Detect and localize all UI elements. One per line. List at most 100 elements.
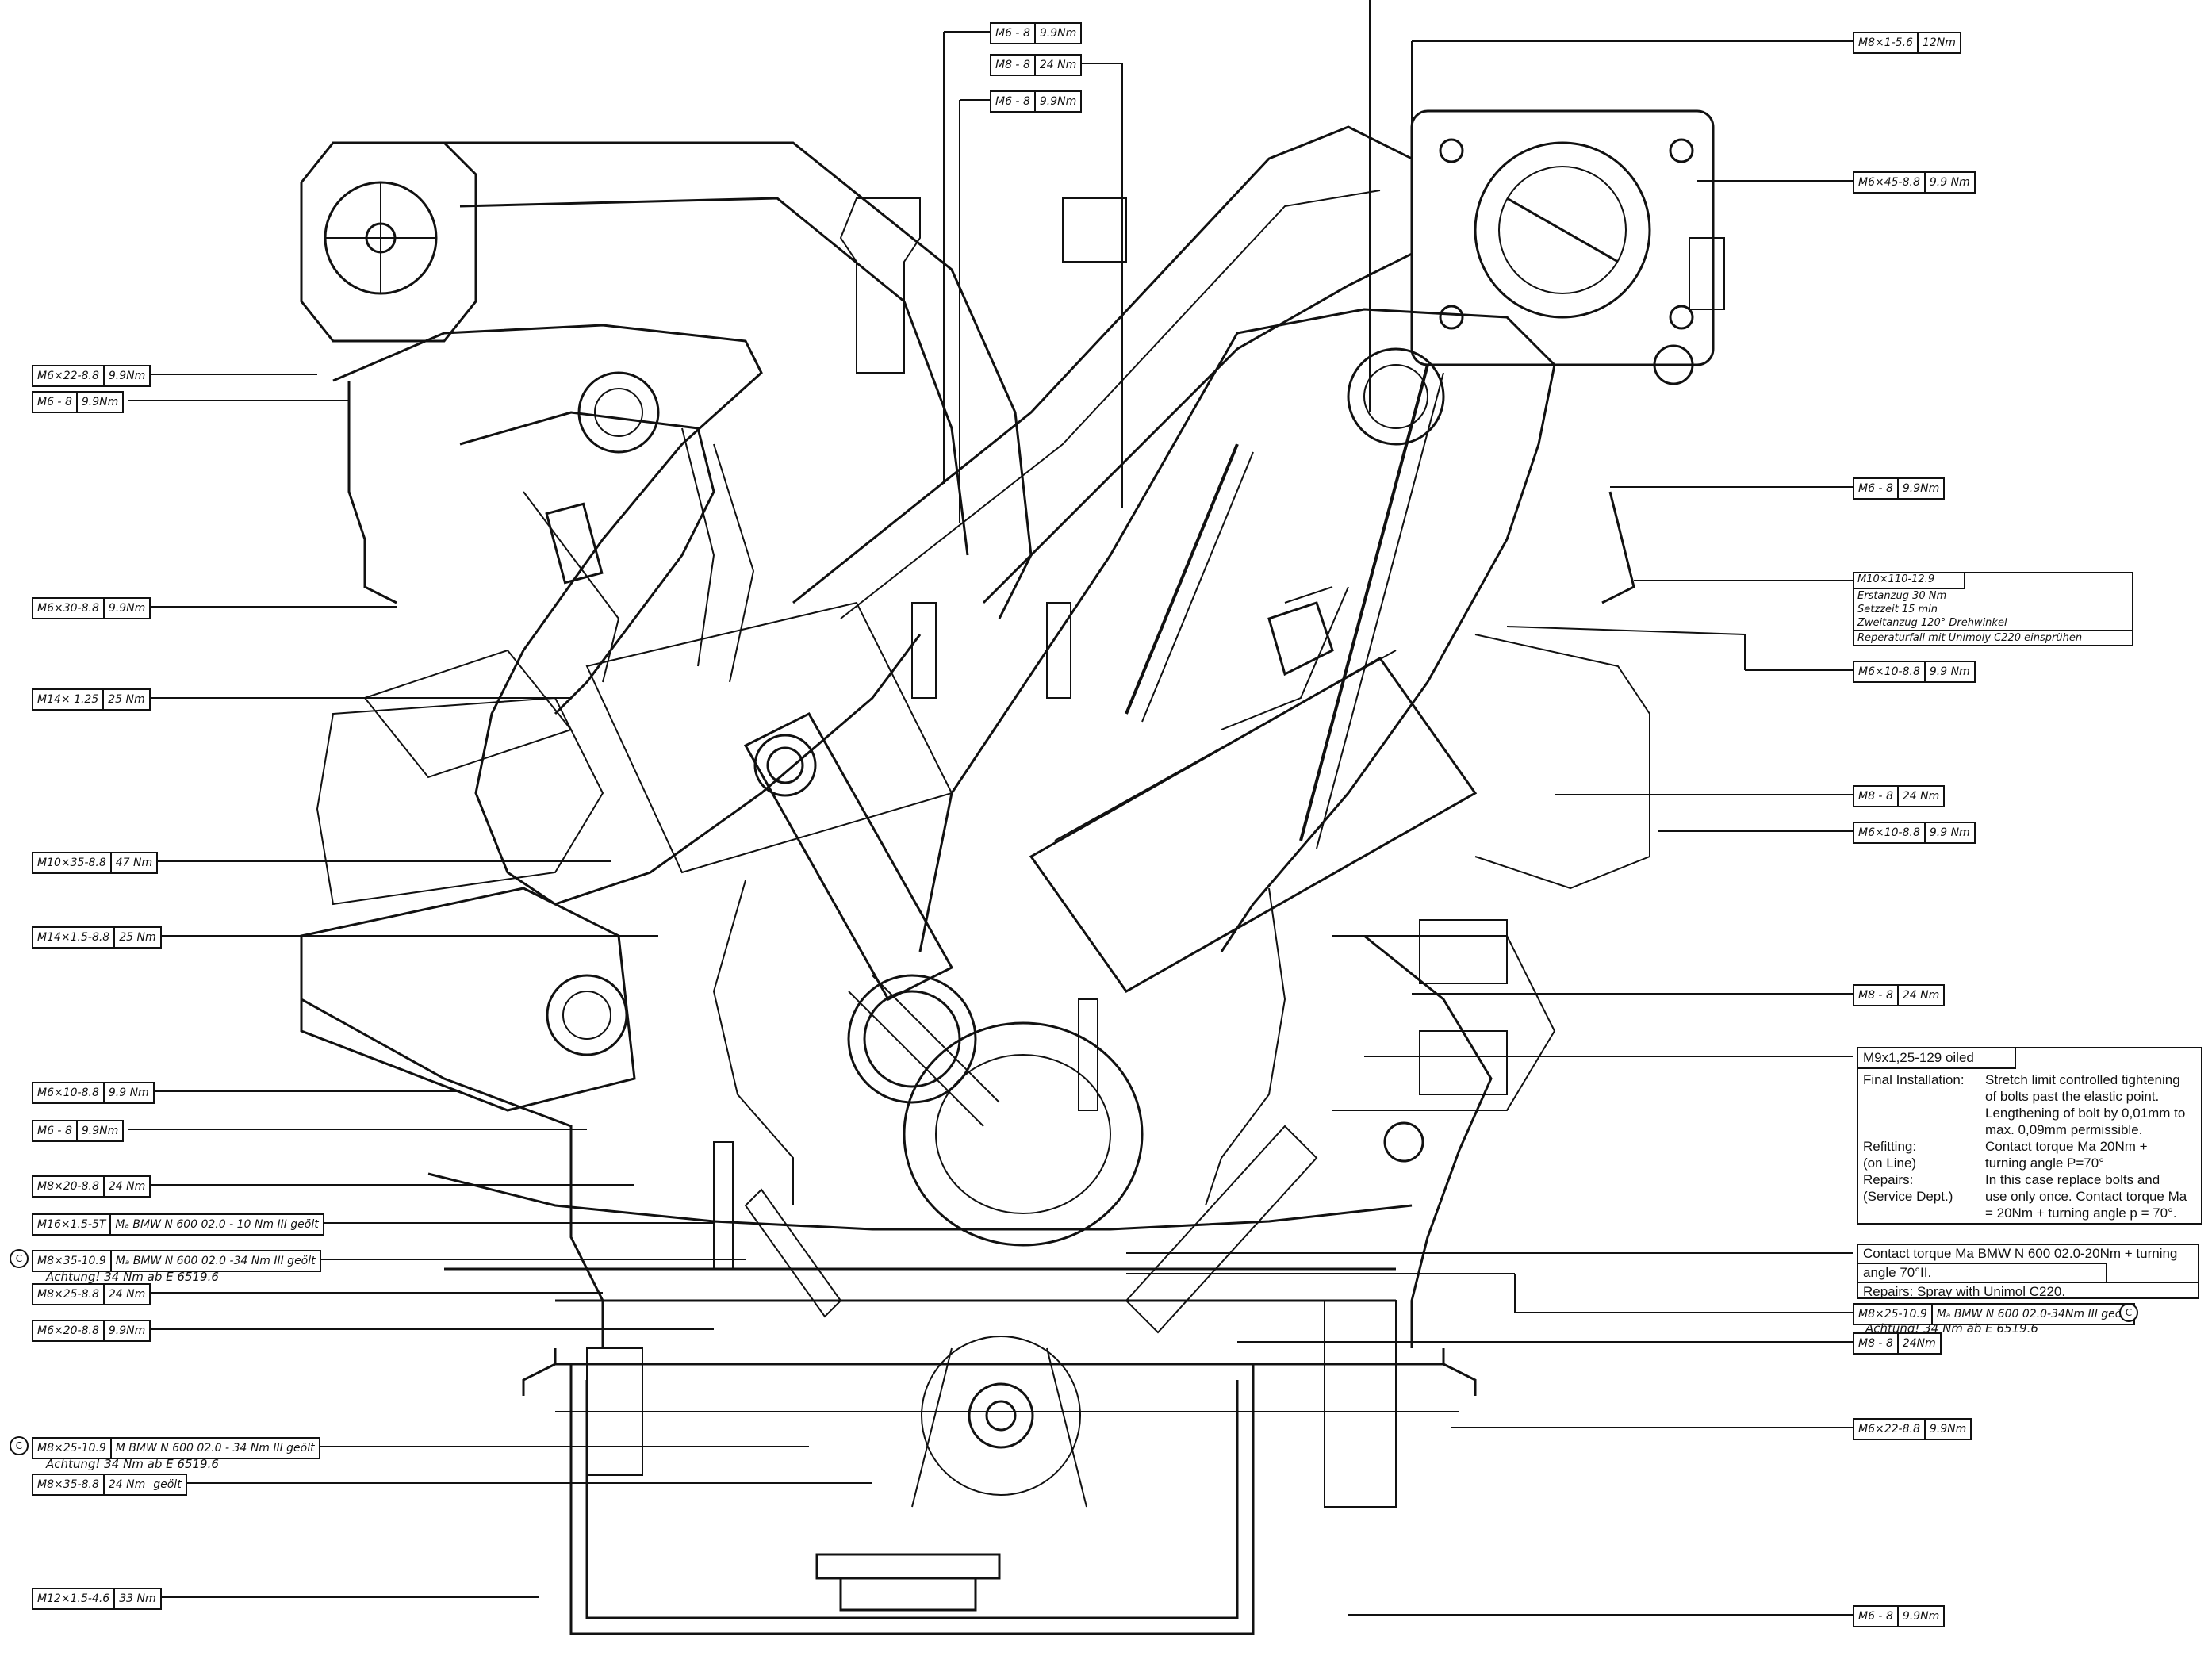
torque-value: 12Nm (1916, 33, 1960, 52)
bolt-spec: M12×1.5-4.6 (37, 1593, 110, 1605)
bolt-spec: M6 - 8 (37, 396, 72, 408)
bolt-spec: M8×25-8.8 (37, 1288, 99, 1301)
left-cylinder-bank (332, 324, 953, 906)
torque-value: Mₐ BMW N 600 02.0-34Nm III geölt (1930, 1305, 2133, 1324)
torque-value: Mₐ BMW N 600 02.0 - 10 Nm III geölt (109, 1215, 322, 1234)
bolt-spec: M6×45-8.8 (1858, 176, 1920, 189)
torque-value: 9.9Nm (102, 366, 149, 385)
m9-value: turning angle P=70° (1985, 1156, 2104, 1171)
m9-key: Repairs: (1863, 1172, 1914, 1187)
conrod-bolt-instructions: M9x1,25-129 oiled Final Installation:Str… (1857, 1047, 2202, 1225)
torque-value: Mₐ BMW N 600 02.0 -34 Nm III geölt (109, 1251, 320, 1271)
bolt-spec: M8×1-5.6 (1858, 36, 1913, 49)
bolt-spec: M6 - 8 (1858, 1610, 1893, 1623)
m10-row: Erstanzug 30 Nm (1857, 590, 1947, 602)
bolt-spec: M6×10-8.8 (1858, 665, 1920, 678)
change-mark-c: C (2119, 1303, 2138, 1322)
contact-line-3: Repairs: Spray with Unimol C220. (1858, 1282, 2198, 1301)
bolt-spec: M8 - 8 (1858, 790, 1893, 803)
torque-value: 24 Nm (1896, 986, 1943, 1005)
bolt-spec: M8×25-10.9 (37, 1442, 106, 1455)
m9-row: Refitting:Contact torque Ma 20Nm + (1863, 1138, 2196, 1155)
contact-torque-note: Contact torque Ma BMW N 600 02.0-20Nm + … (1857, 1244, 2199, 1299)
contact-line-2: angle 70°II. (1858, 1263, 2107, 1282)
m10-row: Reperaturfall mit Unimoly C220 einsprühe… (1854, 630, 2132, 645)
bolt-spec: M10×35-8.8 (37, 857, 106, 869)
callout-note: Achtung! 34 Nm ab E 6519.6 (46, 1457, 219, 1471)
m9-row: Repairs:In this case replace bolts and (1863, 1171, 2196, 1188)
oil-pan (522, 1348, 1477, 1635)
oiled-note: geölt (153, 1478, 182, 1491)
m9-key: (on Line) (1863, 1156, 1917, 1171)
torque-value: 9.9 Nm (1923, 823, 1974, 842)
left-coolant-line (347, 381, 397, 604)
bolt-spec: M6×20-8.8 (37, 1324, 99, 1337)
torque-value: 25 Nm (102, 690, 148, 709)
right-exhaust-manifold (1474, 634, 1650, 890)
m9-key: (Service Dept.) (1863, 1189, 1953, 1204)
bolt-spec: M8 - 8 (1858, 1337, 1893, 1350)
m10-header: M10×110-12.9 (1854, 573, 1965, 589)
callout-note: Achtung! 34 Nm ab E 6519.6 (46, 1270, 219, 1284)
bolt-spec: M6 - 8 (37, 1125, 72, 1137)
torque-value: 24Nm (1896, 1334, 1940, 1353)
torque-value: 9.9 Nm (1923, 173, 1974, 192)
bolt-spec: M6 - 8 (1858, 482, 1893, 495)
m9-row: Final Installation:Stretch limit control… (1863, 1071, 2196, 1138)
m9-row: (on Line) turning angle P=70° (1863, 1155, 2196, 1171)
bolt-spec: M8×35-10.9 (37, 1255, 106, 1267)
bolt-spec: M6×10-8.8 (1858, 826, 1920, 839)
leader-lines (128, 0, 1853, 1616)
bolt-spec: M6×22-8.8 (37, 370, 99, 382)
torque-value: 9.9Nm (1896, 1607, 1943, 1626)
torque-value: 9.9Nm (75, 393, 122, 412)
m9-row: (Service Dept.) use only once. Contact to… (1863, 1188, 2196, 1221)
m10-bolt-instructions: M10×110-12.9 Erstanzug 30 Nm Setzzeit 15… (1853, 572, 2133, 646)
torque-value: 9.9Nm (1033, 24, 1080, 43)
callout-note: Achtung! 34 Nm ab E 6519.6 (1865, 1321, 2038, 1336)
torque-value: 9.9Nm (1896, 479, 1943, 498)
m10-row: Zweitanzug 120° Drehwinkel (1857, 617, 2007, 629)
contact-line-1: Contact torque Ma BMW N 600 02.0-20Nm + … (1863, 1246, 2178, 1261)
m9-key: Refitting: (1863, 1139, 1917, 1154)
m10-row: Setzzeit 15 min (1857, 604, 1938, 615)
change-mark-c: C (10, 1249, 29, 1268)
torque-value: 9.9Nm (1923, 1420, 1970, 1439)
torque-value: 9.9 Nm (1923, 662, 1974, 681)
m9-table: Final Installation:Stretch limit control… (1863, 1071, 2196, 1221)
torque-value: 33 Nm (113, 1589, 159, 1608)
bolt-spec: M16×1.5-5T (37, 1218, 106, 1231)
torque-value: 24 Nm (1033, 56, 1080, 75)
m9-value: Stretch limit controlled tightening of b… (1985, 1072, 2186, 1137)
bolt-spec: M8 - 8 (1858, 989, 1893, 1002)
bolt-spec: M6×10-8.8 (37, 1087, 99, 1099)
torque-value: M BMW N 600 02.0 - 34 Nm III geölt (109, 1439, 319, 1458)
m9-value: use only once. Contact torque Ma = 20Nm … (1985, 1189, 2187, 1221)
torque-value: 9.9Nm (1033, 92, 1080, 111)
bolt-spec: M6×22-8.8 (1858, 1423, 1920, 1435)
bolt-spec: M8×20-8.8 (37, 1180, 99, 1193)
left-exhaust-manifold (316, 696, 604, 906)
torque-value: 24 Nm (102, 1475, 149, 1494)
